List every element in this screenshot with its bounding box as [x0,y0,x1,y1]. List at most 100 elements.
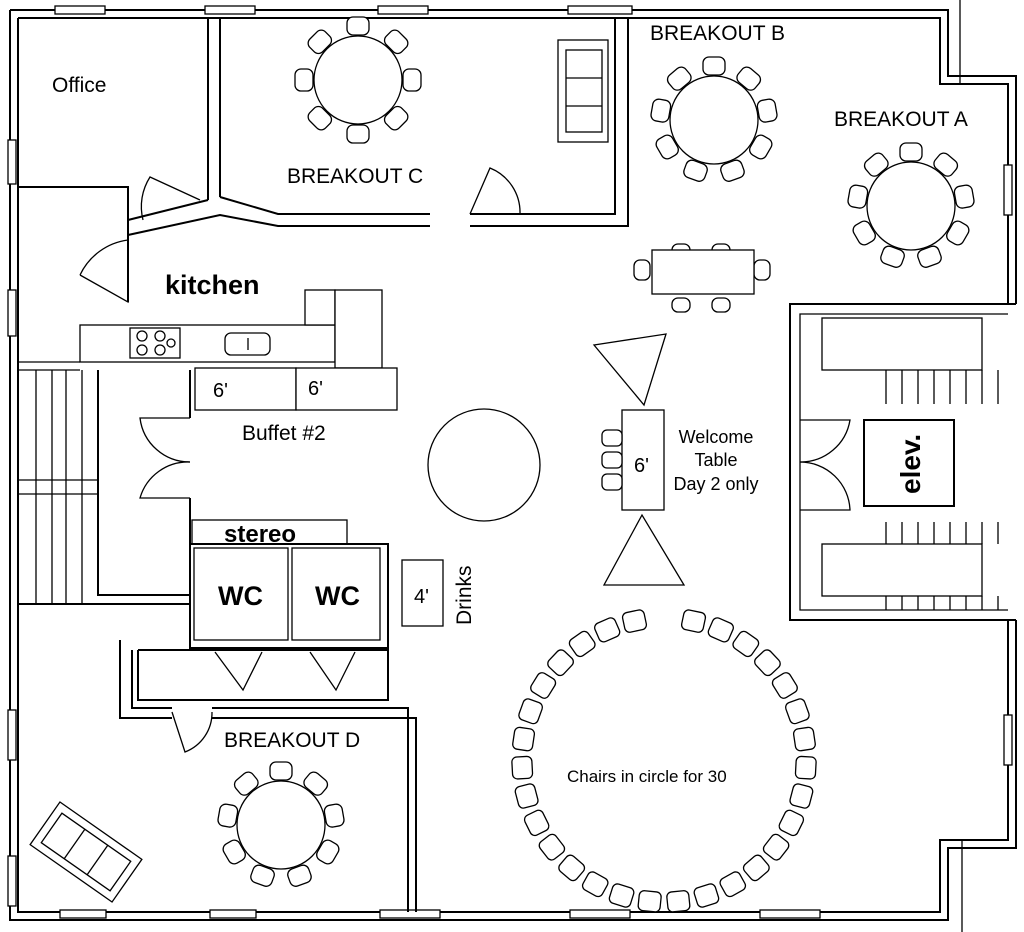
circle-chair [637,890,662,913]
welcome-line-1: Welcome [679,427,754,447]
chair [899,142,923,162]
chair [222,839,246,865]
chair [294,68,314,92]
welcome-line-2: Table [694,450,737,470]
table [669,75,759,165]
chair [847,184,869,209]
round-table-breakout-a [847,142,975,268]
drinks-label: Drinks [453,565,476,625]
circle-chair [518,698,544,725]
chair [933,152,959,177]
round-table-breakout-c [294,16,422,144]
circle-chair [754,649,781,677]
chair [346,16,370,36]
stairs-right [821,317,999,610]
room-label-breakout-a: BREAKOUT A [834,108,968,131]
circle-chair [514,783,539,809]
sofa-breakout-c [557,39,609,143]
circle-chair [512,726,536,752]
round-table-center [427,408,541,522]
chair [880,245,905,268]
circle-chair [621,609,648,633]
chair [756,98,778,123]
wc-right-label: WC [315,581,360,611]
circle-chair [762,833,790,861]
circle-chair [789,783,814,809]
chair [307,105,333,131]
windows [7,5,1013,919]
stairs-left [35,370,83,604]
circle-chair [666,890,691,913]
circle-chair [707,617,734,643]
chair [233,771,259,796]
chair [852,220,876,246]
chair [346,124,370,144]
chair [383,29,409,55]
circle-chair [792,726,816,752]
circle-chair [608,883,635,908]
chair [650,98,672,123]
chair [720,159,745,182]
buffet-tables [194,367,398,411]
circle-chair [719,871,747,898]
circle-chair [594,617,621,643]
chair [702,56,726,76]
chair [307,29,333,55]
buffet-label: Buffet #2 [242,422,326,445]
chair [946,220,970,246]
round-table-breakout-d [217,761,345,887]
sink-icon [224,332,271,356]
chair [917,245,942,268]
exterior-walls [9,0,1017,932]
sofa-breakout-d [29,801,143,903]
drinks-size: 4' [414,586,429,608]
room-label-breakout-b: BREAKOUT B [650,22,785,45]
circle-chair [558,854,586,882]
circle-chair [547,649,574,677]
chair [316,839,340,865]
circle-chair [523,809,550,837]
drinks-table [401,559,444,627]
welcome-line-3: Day 2 only [673,474,758,494]
table [236,780,326,870]
room-label-breakout-d: BREAKOUT D [224,729,360,752]
rect-table [633,243,771,313]
room-label-kitchen: kitchen [165,270,260,300]
elevator [863,419,955,507]
room-label-office: Office [52,74,106,97]
chair [323,803,345,828]
welcome-table-size: 6' [634,455,649,477]
elevator-label: elev. [895,434,926,494]
round-table-breakout-b [650,56,778,182]
doors [79,167,851,753]
chair [250,864,275,887]
chair [736,66,762,91]
round-tables [217,16,975,887]
chair-circle-label: Chairs in circle for 30 [567,767,727,786]
chair [749,134,773,160]
circle-chair [784,698,810,725]
circle-chair [742,854,770,882]
chair [683,159,708,182]
table [866,161,956,251]
chair [287,864,312,887]
chair [655,134,679,160]
buffet-table-left: 6' [213,380,228,402]
buffet-table-right: 6' [308,378,323,400]
chair [402,68,422,92]
stove-icon [129,327,181,359]
room-label-breakout-c: BREAKOUT C [287,165,423,188]
chair [953,184,975,209]
chair [863,152,889,177]
circle-chair [778,809,805,837]
table [313,35,403,125]
circle-chair [581,871,609,898]
circle-chair [530,672,557,699]
chair-circle [511,609,817,913]
wc-block [189,543,389,649]
circle-chair [771,672,798,699]
circle-chair [568,630,596,658]
circle-chair [680,609,707,633]
wc-left-label: WC [218,581,263,611]
